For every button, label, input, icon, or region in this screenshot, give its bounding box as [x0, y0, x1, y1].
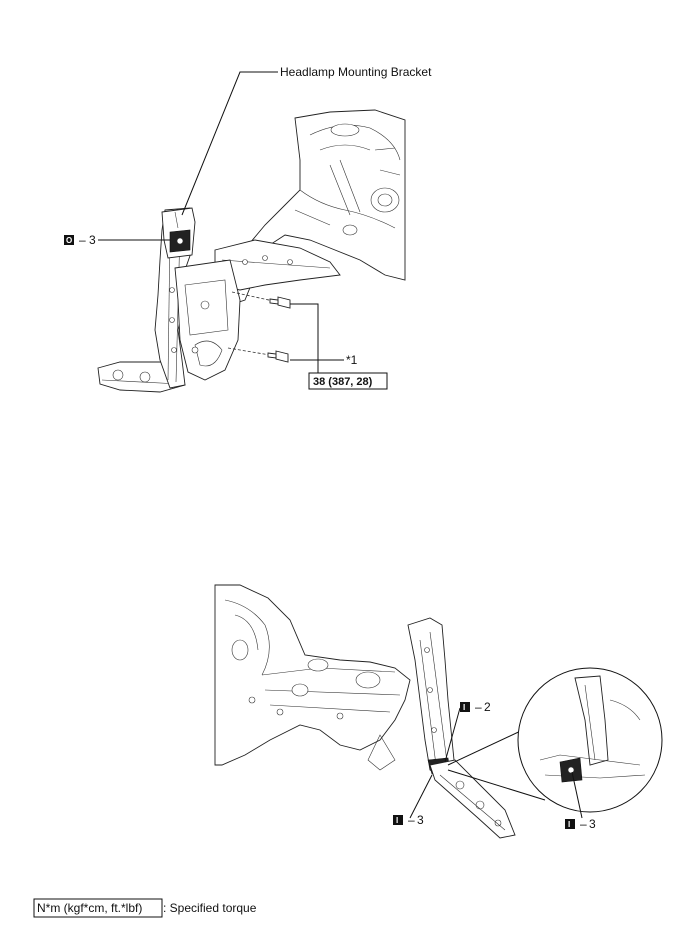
- legend: N*m (kgf*cm, ft.*lbf) : Specified torque: [33, 898, 257, 918]
- headlamp-mounting-bracket: [161, 207, 196, 259]
- torque-box: [308, 372, 388, 390]
- svg-text:O: O: [66, 236, 72, 245]
- bolt-lower: [227, 347, 289, 363]
- svg-text:I: I: [396, 816, 398, 825]
- legend-unit: N*m (kgf*cm, ft.*lbf): [37, 901, 142, 915]
- callout-i2-number: 2: [484, 700, 491, 714]
- svg-text:–: –: [79, 233, 86, 247]
- side-apron-panel: [174, 259, 241, 381]
- zoom-detail: [517, 667, 663, 813]
- svg-text:–: –: [580, 817, 587, 831]
- callout-i3-left: I – 3: [393, 774, 433, 827]
- o-marker-icon: [64, 235, 74, 245]
- svg-text:–: –: [475, 700, 482, 714]
- legend-description: : Specified torque: [163, 901, 257, 915]
- callout-star1-label: *1: [346, 353, 358, 367]
- bolt-upper: [231, 291, 291, 309]
- callout-i3-right: I – 3: [565, 771, 596, 831]
- zoom-line-upper: [447, 727, 528, 766]
- callout-headlamp-bracket: Headlamp Mounting Bracket: [181, 65, 432, 216]
- i-marker-icon: [460, 702, 470, 712]
- callout-i2: I – 2: [444, 700, 491, 763]
- callout-o3-number: 3: [89, 233, 96, 247]
- body-frame-bottom: [214, 584, 411, 771]
- callout-headlamp-bracket-label: Headlamp Mounting Bracket: [280, 65, 432, 79]
- body-frame-top: [214, 109, 406, 306]
- bottom-illustration: [214, 584, 663, 839]
- i-marker-icon: [393, 815, 403, 825]
- svg-text:–: –: [408, 813, 415, 827]
- callout-i3-left-number: 3: [417, 813, 424, 827]
- svg-text:I: I: [463, 703, 465, 712]
- top-illustration: [97, 109, 406, 393]
- svg-text:I: I: [568, 820, 570, 829]
- lower-cross-member-bottom: [429, 759, 516, 839]
- zoom-line-lower: [447, 769, 546, 801]
- callout-i3-right-number: 3: [589, 817, 596, 831]
- callout-o3: O – 3: [64, 233, 170, 247]
- legend-unit-box: [33, 898, 163, 918]
- torque-value: 38 (387, 28): [313, 376, 373, 388]
- i-marker-icon: [565, 819, 575, 829]
- callout-star1: *1 38 (387, 28): [290, 303, 388, 390]
